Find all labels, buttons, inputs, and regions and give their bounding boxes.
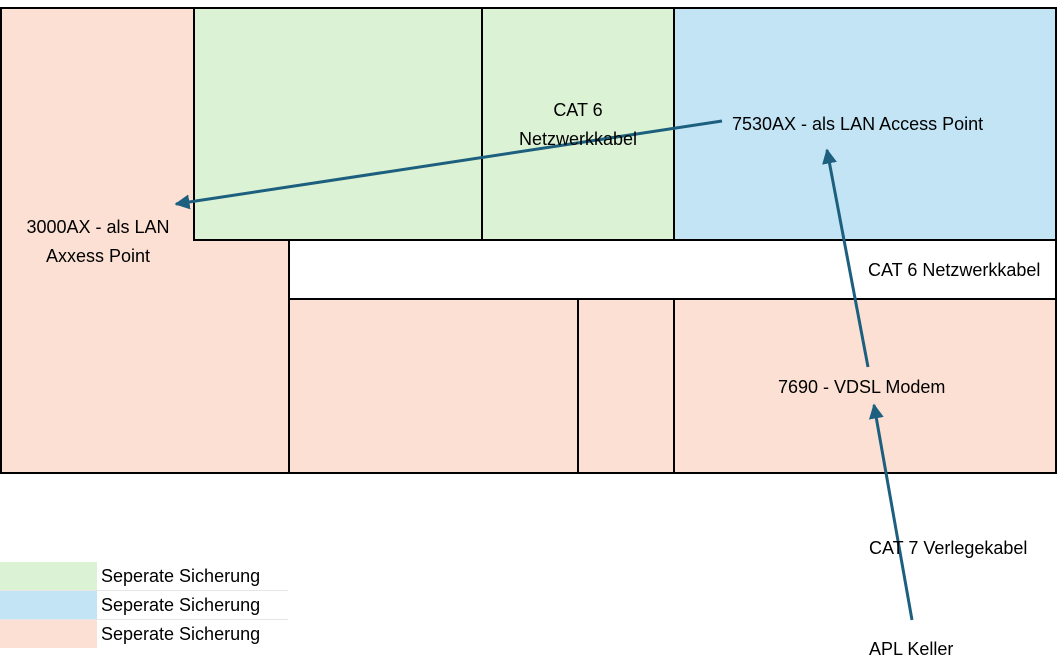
label-modem-7690: 7690 - VDSL Modem xyxy=(778,377,946,397)
room-peach-bottom-2 xyxy=(577,298,675,474)
label-cat6-room: CAT 6 Netzwerkkabel xyxy=(518,100,638,149)
label-cat6-corridor: CAT 6 Netzwerkkabel xyxy=(868,260,1041,280)
room-left-peach xyxy=(0,7,195,474)
legend-swatch-peach xyxy=(0,620,97,648)
label-ap-7530: 7530AX - als LAN Access Point xyxy=(732,114,984,134)
cable-7530-to-3000 xyxy=(174,119,723,210)
label-apl-keller: APL Keller xyxy=(869,639,954,659)
legend-swatch-green xyxy=(0,562,97,590)
label-ap-3000: 3000AX - als LAN Axxess Point xyxy=(26,217,170,266)
legend-divider xyxy=(0,590,288,591)
legend-divider xyxy=(0,619,288,620)
room-bottom-left-peach xyxy=(193,238,290,474)
legend-label-green: Seperate Sicherung xyxy=(101,566,261,586)
room-green-1 xyxy=(193,7,483,241)
label-cat7: CAT 7 Verlegekabel xyxy=(869,538,1028,558)
room-peach-bottom-3 xyxy=(673,298,1057,474)
room-green-2 xyxy=(481,7,675,241)
legend-swatch-blue xyxy=(0,591,97,619)
legend-label-peach: Seperate Sicherung xyxy=(101,624,261,644)
cable-apl-to-7690 xyxy=(868,403,914,621)
legend-label-blue: Seperate Sicherung xyxy=(101,595,261,615)
cable-7690-to-7530 xyxy=(822,148,870,368)
room-blue xyxy=(673,7,1057,241)
